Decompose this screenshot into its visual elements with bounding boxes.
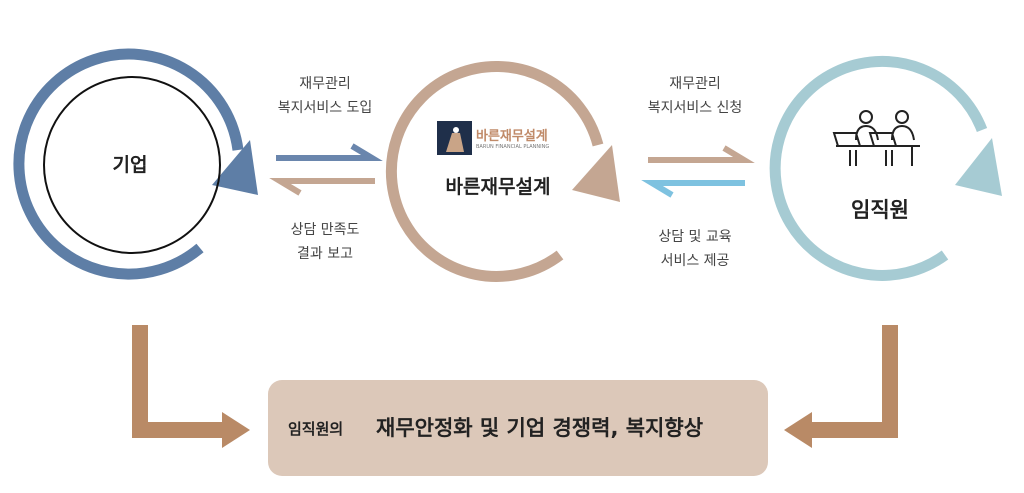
- logo-text: 바른재무설계: [476, 129, 548, 144]
- exchange-arrows-left: [269, 143, 383, 196]
- outcome-box: 임직원의 재무안정화 및 기업 경쟁력, 복지향상: [268, 380, 768, 476]
- company-cycle-ring: [13, 48, 258, 280]
- employees-cycle-ring: [769, 55, 1002, 281]
- arrow-company-to-outcome: [132, 325, 250, 448]
- flow-line: 복지서비스 도입: [277, 100, 373, 116]
- logo-subtitle: BARUN FINANCIAL PLANNING: [476, 144, 550, 150]
- flow-line: 복지서비스 신청: [647, 100, 743, 116]
- flow-line: 재무관리: [299, 76, 351, 92]
- node-company-label: 기업: [112, 154, 148, 176]
- arrow-employees-to-outcome: [784, 325, 898, 448]
- node-employees-label: 임직원: [851, 198, 909, 222]
- outcome-text: 재무안정화 및 기업 경쟁력, 복지향상: [376, 416, 704, 440]
- barun-logo-icon: [437, 121, 472, 155]
- barun-cycle-ring: [385, 60, 620, 282]
- outcome-prefix: 임직원의: [288, 420, 344, 438]
- employees-people-icon: [832, 110, 920, 166]
- exchange-arrows-right: [641, 145, 755, 198]
- flow-line: 상담 만족도: [290, 222, 360, 238]
- flow-label-barun-to-company: 상담 만족도 결과 보고: [255, 218, 395, 266]
- flow-label-barun-to-employees: 상담 및 교육 서비스 제공: [625, 225, 765, 273]
- flow-line: 상담 및 교육: [658, 229, 732, 245]
- flow-line: 서비스 제공: [660, 253, 730, 269]
- node-barun-label: 바른재무설계: [445, 176, 551, 198]
- flow-label-employees-to-barun: 재무관리 복지서비스 신청: [625, 72, 765, 120]
- flow-label-company-to-barun: 재무관리 복지서비스 도입: [255, 72, 395, 120]
- flow-line: 재무관리: [669, 76, 721, 92]
- flow-line: 결과 보고: [297, 246, 353, 262]
